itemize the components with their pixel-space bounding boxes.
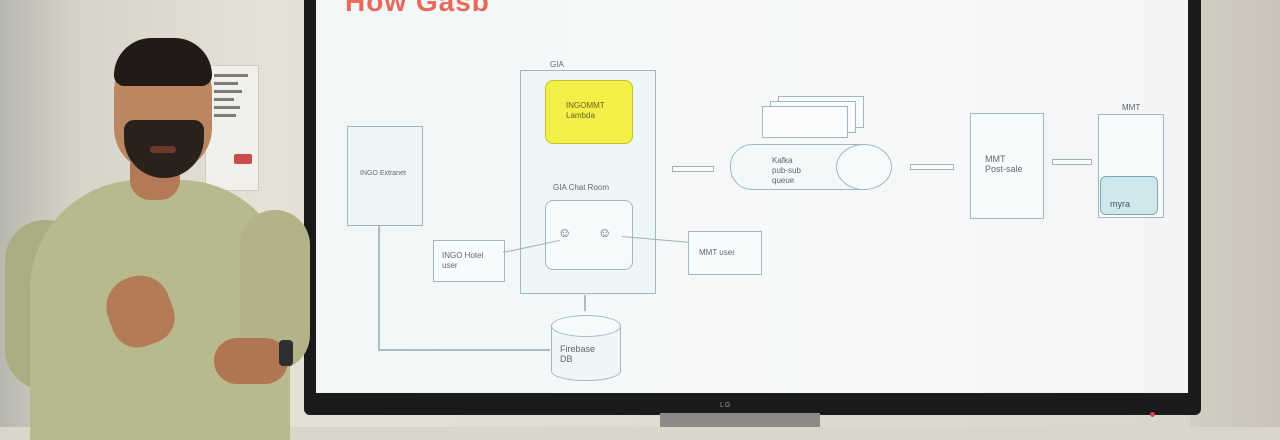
firebase-sync-arrow — [584, 295, 586, 311]
ingo-extranet-label: INGO Extranet — [360, 170, 406, 177]
firebase-db-top — [551, 315, 621, 337]
myra-label: myra — [1110, 199, 1130, 209]
ingo-extranet-box: INGO Extranet — [347, 126, 423, 226]
myra-box: myra — [1100, 176, 1158, 215]
slide-title-fragment: How Gasb — [345, 0, 490, 17]
extranet-firebase-connector — [378, 349, 550, 351]
right-wall — [1190, 0, 1280, 427]
poster-red-badge — [234, 154, 252, 164]
left-arrow — [1052, 159, 1092, 165]
hotel-user-label: INGO Hotel user — [442, 251, 484, 270]
chat-room-label: GIA Chat Room — [553, 183, 610, 192]
tv-power-led — [1150, 412, 1155, 417]
mmt-user-box: MMT user — [688, 231, 762, 275]
message-stack — [762, 106, 848, 138]
hotel-user-box: INGO Hotel user — [433, 240, 505, 282]
presenter-hair — [114, 38, 212, 86]
presenter — [0, 0, 330, 440]
smiley-icon: ☺ — [558, 225, 572, 240]
left-arrow — [672, 166, 714, 172]
post-sale-label: MMT Post-sale — [985, 154, 1023, 174]
presentation-screen — [316, 0, 1188, 393]
left-arrow — [910, 164, 954, 170]
mmt-user-label: MMT user — [699, 248, 735, 257]
wall-poster — [205, 65, 259, 191]
firebase-label: Firebase DB — [560, 344, 596, 364]
tv-stand — [660, 413, 820, 427]
presenter-hand — [214, 338, 288, 384]
lambda-box: INGOMMT Lambda — [545, 80, 633, 144]
lambda-label: INGOMMT Lambda — [566, 101, 605, 120]
kafka-label: Kafka pub-sub queue — [772, 156, 801, 185]
kafka-queue-end — [836, 144, 892, 190]
presenter-mouth — [150, 146, 176, 153]
post-sale-box: MMT Post-sale — [970, 113, 1044, 219]
mmt-label: MMT — [1122, 103, 1141, 112]
tv-brand-logo: LG — [720, 402, 732, 409]
wristwatch — [279, 340, 293, 366]
extranet-firebase-connector — [378, 226, 380, 350]
chat-room-box: ☺ ☺ — [545, 200, 633, 270]
smiley-icon: ☺ — [598, 225, 612, 240]
gia-label: GIA — [550, 60, 564, 69]
